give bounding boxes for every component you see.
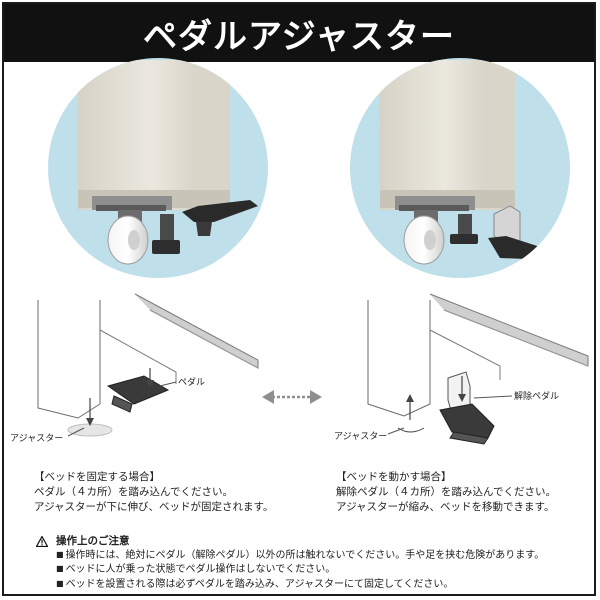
fix-caption: 【ベッドを固定する場合】 ペダル（４カ所）を踏み込んでください。 アジャスターが… — [34, 470, 274, 515]
caution-item: ベッドを設置される際は必ずペダルを踏み込み、アジャスターにて固定してください。 — [36, 578, 544, 593]
adjuster-label-right: アジャスター — [334, 431, 387, 442]
move-heading: 【ベッドを動かす場合】 — [336, 471, 452, 483]
fix-line-drawing — [37, 293, 259, 437]
caution-heading-text: 操作上のご注意 — [56, 535, 130, 547]
caution-item: ベッドに人が乗った状態でペダル操作はしないでください。 — [36, 563, 544, 578]
fix-line-2: アジャスターが下に伸び、ベッドが固定されます。 — [34, 501, 274, 513]
fix-heading: 【ベッドを固定する場合】 — [34, 471, 160, 483]
adjuster-label-left: アジャスター — [10, 433, 63, 444]
move-line-1: 解除ペダル（４カ所）を踏み込んでください。 — [336, 486, 556, 498]
move-line-2: アジャスターが縮み、ベッドを移動できます。 — [336, 501, 555, 513]
fix-line-1: ペダル（４カ所）を踏み込んでください。 — [34, 486, 233, 498]
caution-heading: 操作上のご注意 — [36, 534, 544, 549]
move-caption: 【ベッドを動かす場合】 解除ペダル（４カ所）を踏み込んでください。 アジャスター… — [336, 470, 556, 515]
locked-state-illustration — [48, 58, 268, 278]
warning-icon — [36, 535, 48, 547]
release-pedal-label: 解除ペダル — [514, 390, 559, 402]
movable-state-illustration — [350, 58, 570, 278]
double-arrow-icon — [262, 390, 322, 404]
caution-notes: 操作上のご注意 操作時には、絶対にペダル（解除ペダル）以外の所は触れないでくださ… — [36, 534, 544, 592]
page-title: ペダルアジャスター — [4, 4, 594, 62]
caution-item: 操作時には、絶対にペダル（解除ペダル）以外の所は触れないでください。手や足を挟む… — [36, 549, 545, 564]
title-text: ペダルアジャスター — [143, 16, 455, 57]
pedal-label: ペダル — [178, 376, 205, 388]
move-line-drawing — [367, 293, 589, 445]
